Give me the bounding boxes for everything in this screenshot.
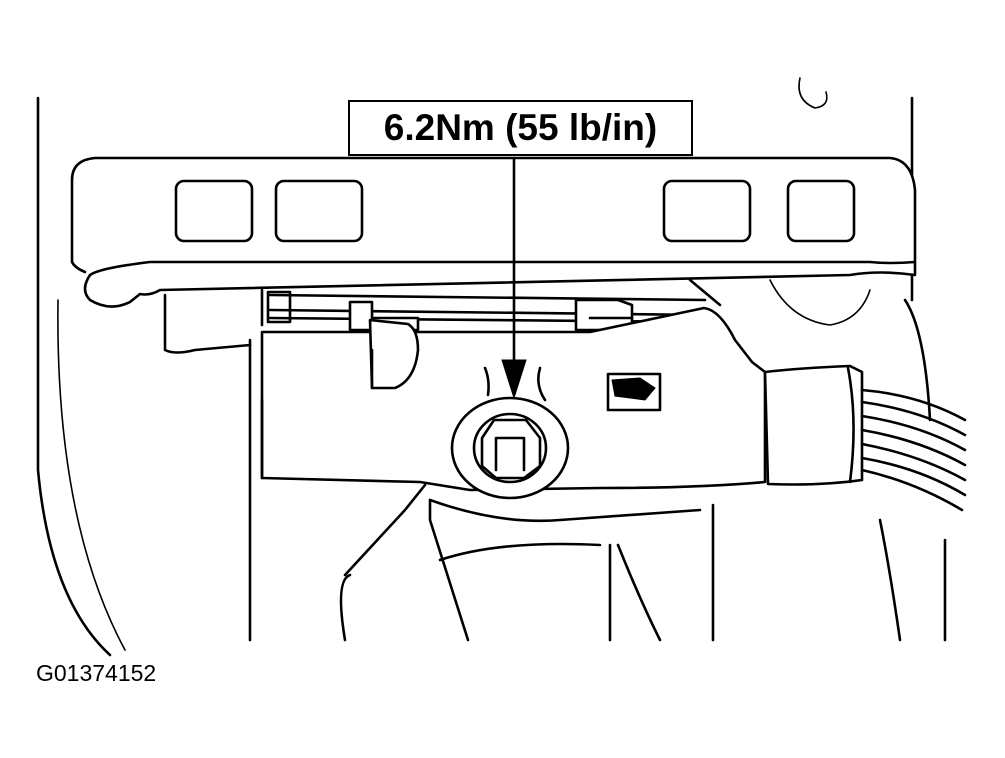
torque-label: 6.2Nm (55 lb/in) (383, 107, 658, 148)
callout-leader-arrow (501, 156, 527, 400)
vent-2 (274, 179, 364, 243)
vent-1 (174, 179, 254, 243)
arrowhead-icon (501, 359, 527, 400)
dashboard-panel (70, 156, 917, 308)
lower-structure (163, 278, 902, 642)
torque-callout-box: 6.2Nm (55 lb/in) (348, 100, 693, 156)
figure-id-label: G01374152 (36, 660, 157, 686)
vent-3 (662, 179, 752, 243)
module-bracket (260, 288, 707, 332)
mounting-bolt (450, 396, 570, 500)
wiring-harness (763, 364, 967, 512)
vent-4 (786, 179, 856, 243)
